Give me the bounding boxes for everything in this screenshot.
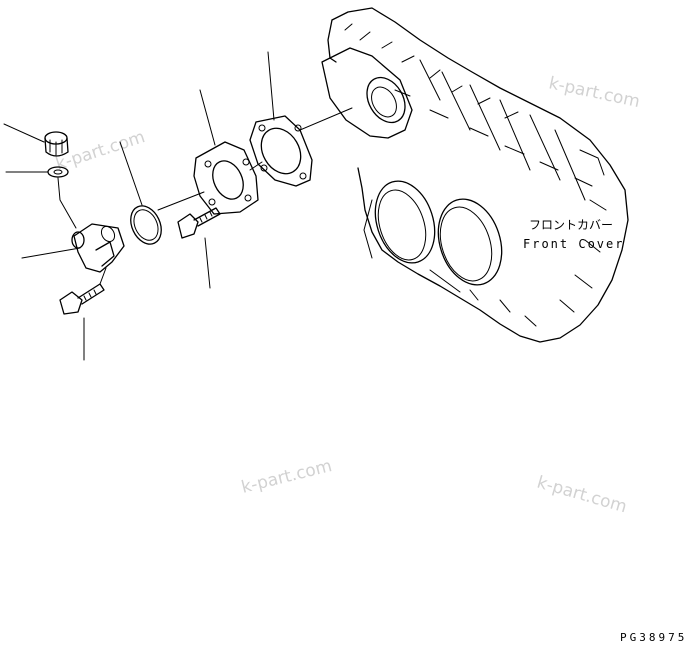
bolt-upper (177, 207, 221, 239)
link-bolt-elbow (99, 267, 107, 285)
leader-elbow (21, 247, 81, 259)
leader-o-ring (119, 141, 143, 206)
watermark-3: k-part.com (239, 456, 334, 498)
watermark-4: k-part.com (535, 473, 629, 518)
leader-cap (3, 123, 45, 143)
leader-gasket (267, 51, 275, 121)
cap (44, 131, 69, 157)
bolt-lower (59, 283, 105, 315)
leader-flange (199, 89, 216, 146)
link-flange-gasket (249, 161, 263, 171)
gasket (249, 115, 313, 187)
leader-bolt-upper (204, 237, 211, 289)
front-cover-label-jp: フロントカバー (529, 218, 613, 232)
watermarks: k-part.com k-part.com k-part.com k-part.… (53, 73, 641, 517)
front-cover-housing (321, 7, 629, 343)
link-oring-flange (157, 191, 205, 211)
front-cover-label-en: Front Cover (523, 237, 624, 251)
link-washer-elbow (57, 177, 77, 229)
figure-code: PG38975 (620, 631, 687, 644)
watermark-1: k-part.com (547, 73, 642, 112)
elbow-fitting (71, 223, 125, 273)
flange-plate (193, 141, 259, 215)
o-ring (130, 205, 162, 245)
link-gasket-cover (299, 107, 353, 131)
